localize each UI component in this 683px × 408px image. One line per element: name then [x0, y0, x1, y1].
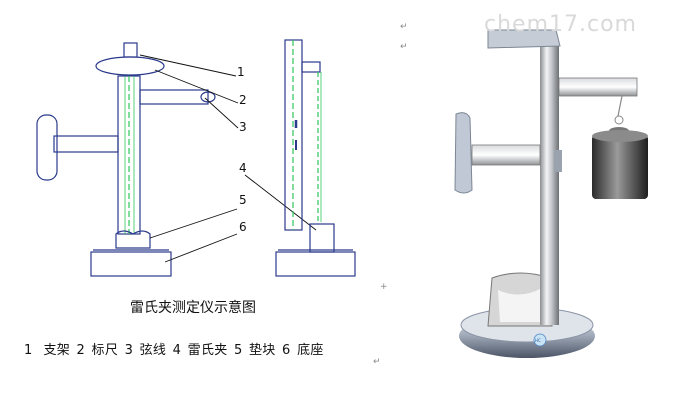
legend-name: 雷氏夹 [187, 343, 228, 358]
label-1: 1 [237, 65, 245, 79]
photo-seal [533, 333, 547, 347]
label-3: 3 [239, 120, 247, 134]
leader-lines [139, 54, 317, 263]
photo-top-plate [487, 29, 561, 49]
photo-weight [592, 135, 648, 199]
parts-legend: 1 支架 2 标尺 3 弦线 4 雷氏夹 5 垫块 6 底座 [24, 339, 326, 358]
label-2: 2 [239, 93, 247, 107]
label-4: 4 [239, 161, 247, 175]
legend-name: 弦线 [139, 343, 167, 358]
label-6: 6 [239, 220, 247, 234]
label-5: 5 [239, 193, 247, 207]
front-view-drawing [36, 42, 216, 277]
plus-mark: + [380, 282, 388, 292]
upper-arm [139, 89, 209, 105]
top-knob [123, 42, 138, 58]
base-front [90, 251, 172, 277]
legend-num: 2 [76, 343, 86, 358]
photo-seal-text: HC [535, 338, 541, 343]
product-photo [454, 29, 648, 358]
legend-name: 支架 [43, 343, 71, 358]
photo-right-arm [558, 77, 638, 97]
legend-num: 6 [282, 343, 291, 358]
oval-clamp [95, 56, 165, 76]
legend-name: 垫块 [249, 343, 276, 358]
scale-plate [36, 114, 58, 181]
base-side [275, 251, 356, 277]
legend-name: 底座 [297, 343, 324, 358]
side-view-drawing [275, 39, 356, 277]
return-mark: ↵ [400, 22, 408, 32]
watermark: chem17.com [484, 12, 637, 37]
return-mark: ↵ [400, 42, 408, 52]
part-labels: 1 2 3 4 5 6 [237, 65, 247, 234]
legend-num: 5 [233, 343, 243, 358]
legend-num: 3 [124, 343, 134, 358]
photo-column [540, 40, 559, 325]
photo-left-arm [471, 144, 541, 166]
photo-scale-plate [454, 112, 473, 194]
scale-arm [53, 135, 119, 153]
diagram-title: 雷氏夹测定仪示意图 [130, 300, 256, 316]
return-mark: ↵ [373, 357, 381, 367]
legend-num: 4 [172, 343, 182, 358]
pad-block [115, 230, 151, 249]
legend-num: 1 [24, 343, 33, 358]
legend-name: 标尺 [91, 343, 119, 358]
